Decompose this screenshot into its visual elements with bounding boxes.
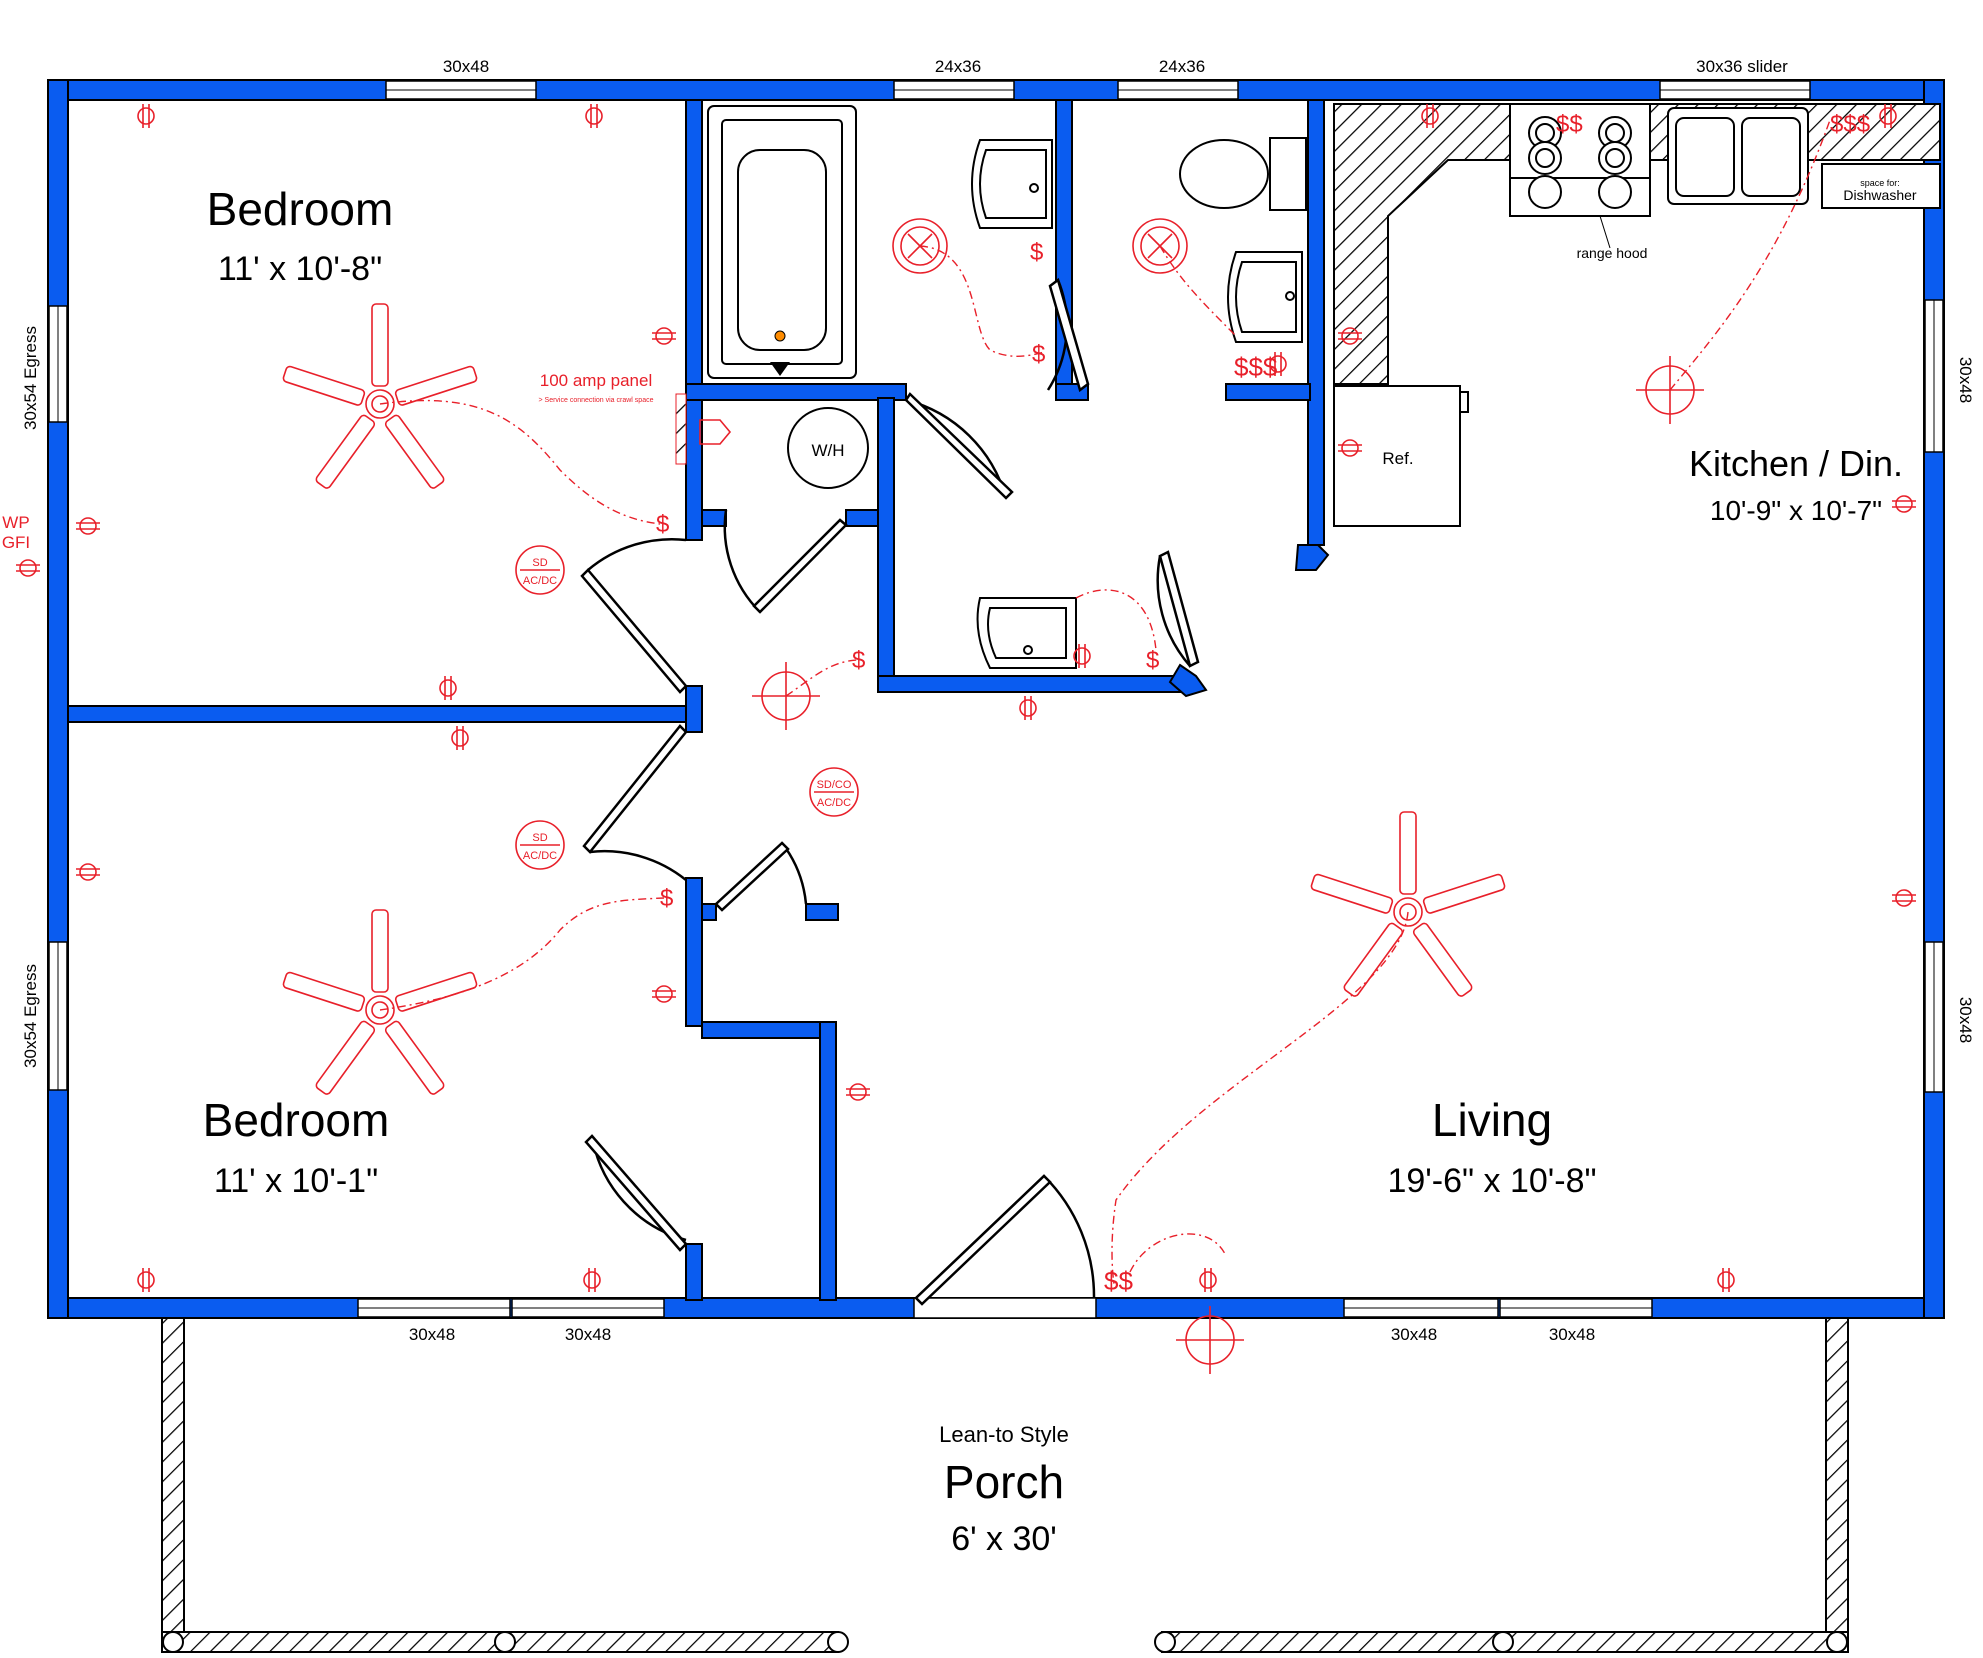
- window-bottom3-label: 30x48: [1391, 1325, 1437, 1344]
- panel-label: 100 amp panel: [540, 371, 652, 390]
- living-name: Living: [1432, 1094, 1552, 1146]
- window-top4-label: 30x36 slider: [1696, 57, 1788, 76]
- svg-text:$: $: [660, 885, 673, 912]
- bathroom-fixtures: [707, 105, 1307, 669]
- svg-text:$: $: [852, 647, 865, 674]
- window-right2-label: 30x48: [1956, 997, 1975, 1043]
- dishwasher-label: Dishwasher: [1843, 187, 1916, 203]
- window-bottom4-label: 30x48: [1549, 1325, 1595, 1344]
- smoke-detectors: [515, 545, 859, 870]
- range-hood-label: range hood: [1577, 245, 1648, 261]
- porch-name: Porch: [944, 1456, 1064, 1508]
- window-left2-label: 30x54 Egress: [21, 964, 40, 1068]
- ceiling-fan-bedroom2: [281, 909, 479, 1097]
- porch-size: 6' x 30': [951, 1520, 1057, 1558]
- acdc-label-1: AC/DC: [523, 575, 557, 587]
- svg-text:$$: $$: [1104, 1266, 1133, 1296]
- bedroom2-size: 11' x 10'-1": [214, 1162, 378, 1200]
- svg-text:$: $: [656, 511, 669, 538]
- porch: [161, 1317, 1849, 1653]
- svg-text:$$$: $$$: [1830, 111, 1870, 138]
- acdc-label-2: AC/DC: [523, 850, 557, 862]
- ceiling-fan-living: [1309, 811, 1507, 999]
- electrical-plan: $$ $$$ $ $ $ $ $ $ $$ $$$: [15, 103, 1917, 1375]
- window-left1-label: 30x54 Egress: [21, 326, 40, 430]
- window-top1-label: 30x48: [443, 57, 489, 76]
- window-top3-label: 24x36: [1159, 57, 1205, 76]
- bedroom1-name: Bedroom: [207, 183, 394, 235]
- bedroom1-size: 11' x 10'-8": [218, 250, 382, 288]
- svg-text:$: $: [1030, 239, 1043, 266]
- svg-text:$: $: [1032, 341, 1045, 368]
- wp-label: WP: [2, 513, 29, 532]
- svg-text:$: $: [1146, 647, 1159, 674]
- kitchen-size: 10'-9" x 10'-7": [1710, 495, 1882, 526]
- window-bottom2-label: 30x48: [565, 1325, 611, 1344]
- service-panel: [675, 393, 732, 465]
- acdc-label-3: AC/DC: [817, 797, 851, 809]
- panel-note: > Service connection via crawl space: [539, 397, 654, 404]
- window-top2-label: 24x36: [935, 57, 981, 76]
- space-for-label: space for:: [1860, 178, 1900, 188]
- kitchen-fixtures: [1333, 103, 1941, 527]
- porch-style: Lean-to Style: [939, 1422, 1069, 1447]
- refrigerator-label: Ref.: [1382, 449, 1413, 468]
- doors: [580, 277, 1200, 1306]
- sdco-label: SD/CO: [817, 779, 852, 791]
- water-heater-label: W/H: [811, 441, 844, 460]
- bedroom2-name: Bedroom: [203, 1094, 390, 1146]
- sd-label-2: SD: [532, 832, 547, 844]
- wiring: $$ $$$ $ $ $ $ $ $ $$ $$$: [379, 111, 1870, 1296]
- labels: Bedroom 11' x 10'-8" Bedroom 11' x 10'-1…: [2, 57, 1975, 1558]
- sd-label-1: SD: [532, 557, 547, 569]
- window-right1-label: 30x48: [1956, 357, 1975, 403]
- svg-text:$$: $$: [1556, 111, 1583, 138]
- kitchen-name: Kitchen / Din.: [1689, 443, 1903, 484]
- window-bottom1-label: 30x48: [409, 1325, 455, 1344]
- ceiling-fan-bedroom1: [281, 303, 479, 491]
- living-size: 19'-6" x 10'-8": [1387, 1162, 1596, 1200]
- windows: [48, 80, 1944, 1319]
- interior-walls: [67, 99, 1330, 1301]
- gfi-label: GFI: [2, 533, 30, 552]
- svg-text:$$$: $$$: [1234, 352, 1278, 382]
